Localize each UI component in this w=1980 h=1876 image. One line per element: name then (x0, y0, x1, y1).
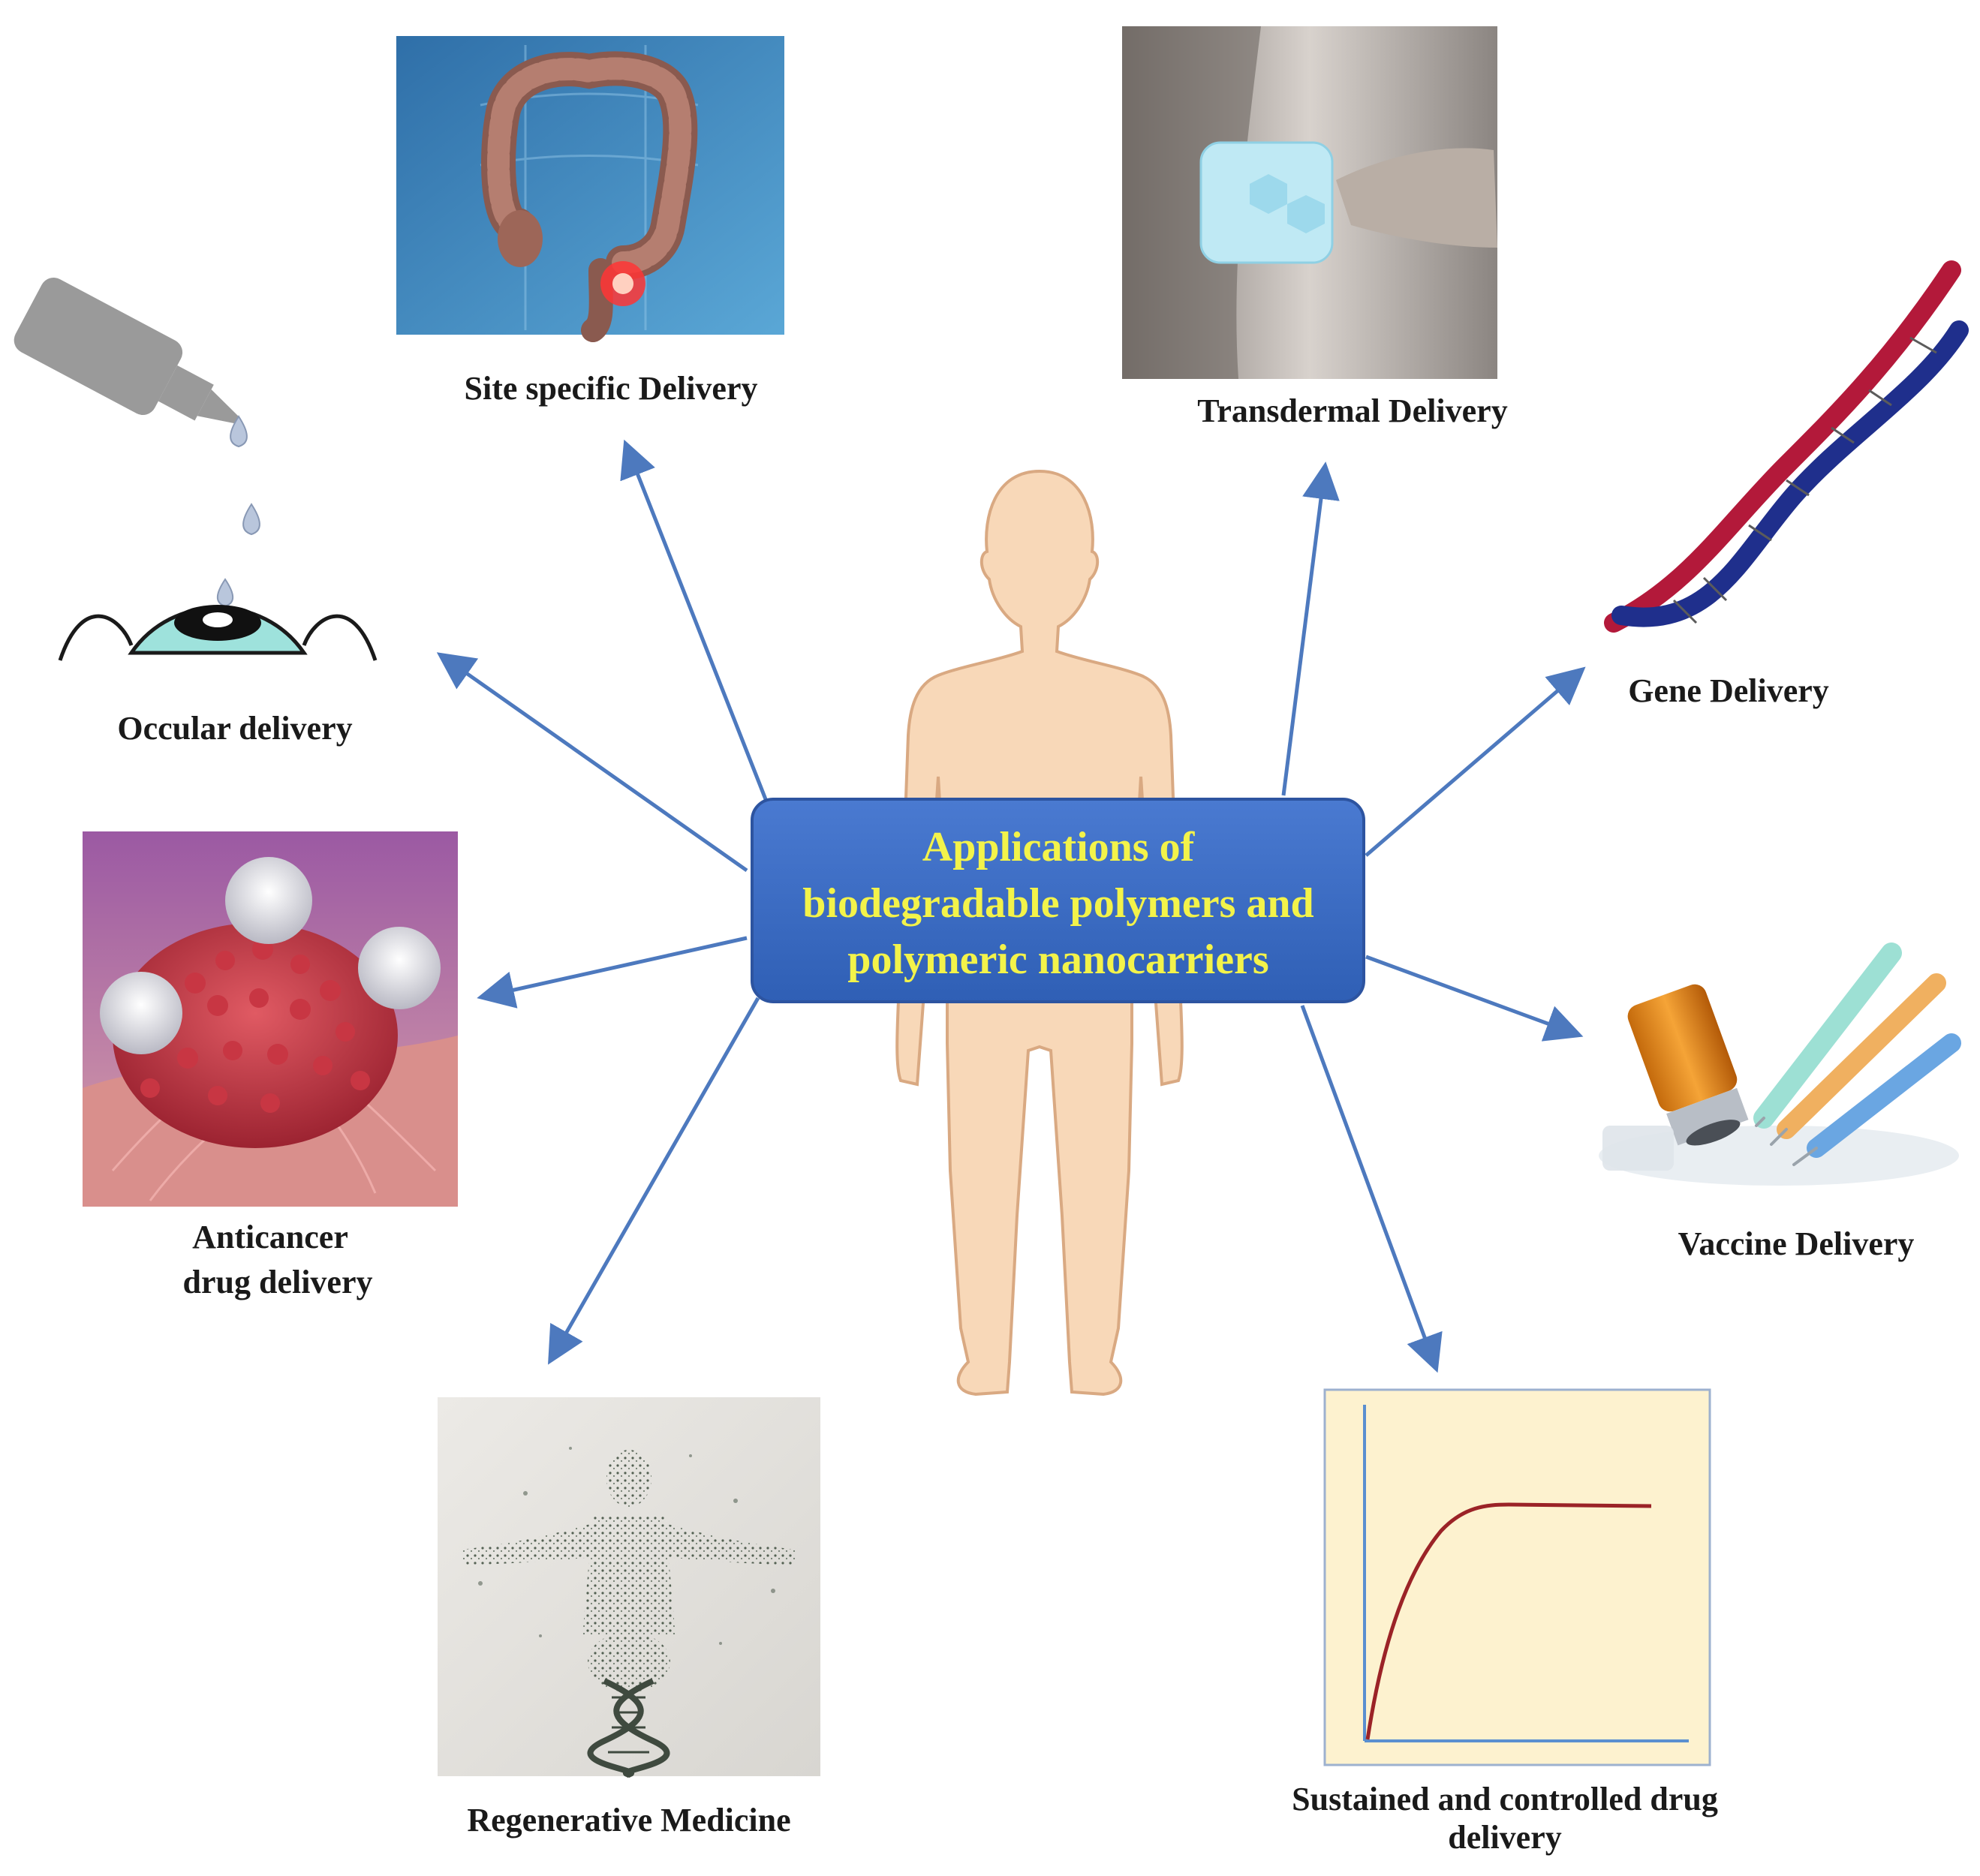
arrow-gene (1365, 666, 1586, 857)
regen-icon (438, 1397, 820, 1778)
label-sustained-line1: Sustained and controlled drug (1292, 1781, 1718, 1817)
arrow-occular (436, 652, 748, 873)
center-title-line3: polymeric nanocarriers (847, 936, 1268, 983)
arrows (436, 439, 1586, 1373)
label-anticancer-line2: drug delivery (183, 1264, 373, 1300)
arrow-vaccine (1365, 955, 1584, 1042)
arrow-regenerative (548, 997, 760, 1365)
sustained-delivery: Sustained and controlled drug delivery (1292, 1388, 1718, 1856)
label-anticancer-line1: Anticancer (192, 1219, 348, 1255)
label-sustained-line2: delivery (1448, 1819, 1562, 1856)
regenerative-medicine: Regenerative Medicine (438, 1397, 820, 1838)
patch-icon (1122, 26, 1497, 379)
arrow-transdermal (1281, 461, 1340, 796)
label-gene: Gene Delivery (1628, 672, 1829, 709)
center-box: Applications of biodegradable polymers a… (751, 798, 1365, 1003)
release-graph-icon (1323, 1388, 1711, 1766)
anticancer-delivery: Anticancer drug delivery (83, 831, 458, 1300)
label-site-specific: Site specific Delivery (465, 370, 758, 407)
center-title-line2: biodegradable polymers and (802, 880, 1313, 927)
site-specific-delivery: Site specific Delivery (396, 36, 784, 407)
center-title-line1: Applications of (922, 824, 1196, 870)
eye-drop-icon (14, 277, 378, 661)
arrow-sustained (1300, 1005, 1443, 1373)
arrow-site-specific (620, 439, 768, 800)
occular-delivery: Occular delivery (14, 277, 378, 747)
transdermal-delivery: Transdermal Delivery (1122, 26, 1508, 429)
label-transdermal: Transdermal Delivery (1197, 392, 1507, 429)
cancer-cell-icon (83, 831, 458, 1207)
label-vaccine: Vaccine Delivery (1678, 1225, 1915, 1262)
vaccine-icon (1595, 934, 1963, 1193)
label-regenerative: Regenerative Medicine (467, 1802, 790, 1838)
gene-delivery: Gene Delivery (1604, 260, 1969, 709)
arrow-anticancer (477, 936, 748, 1009)
colon-icon (396, 36, 784, 342)
dna-icon (1604, 260, 1969, 633)
label-occular: Occular delivery (117, 710, 352, 747)
vaccine-delivery: Vaccine Delivery (1595, 934, 1963, 1262)
